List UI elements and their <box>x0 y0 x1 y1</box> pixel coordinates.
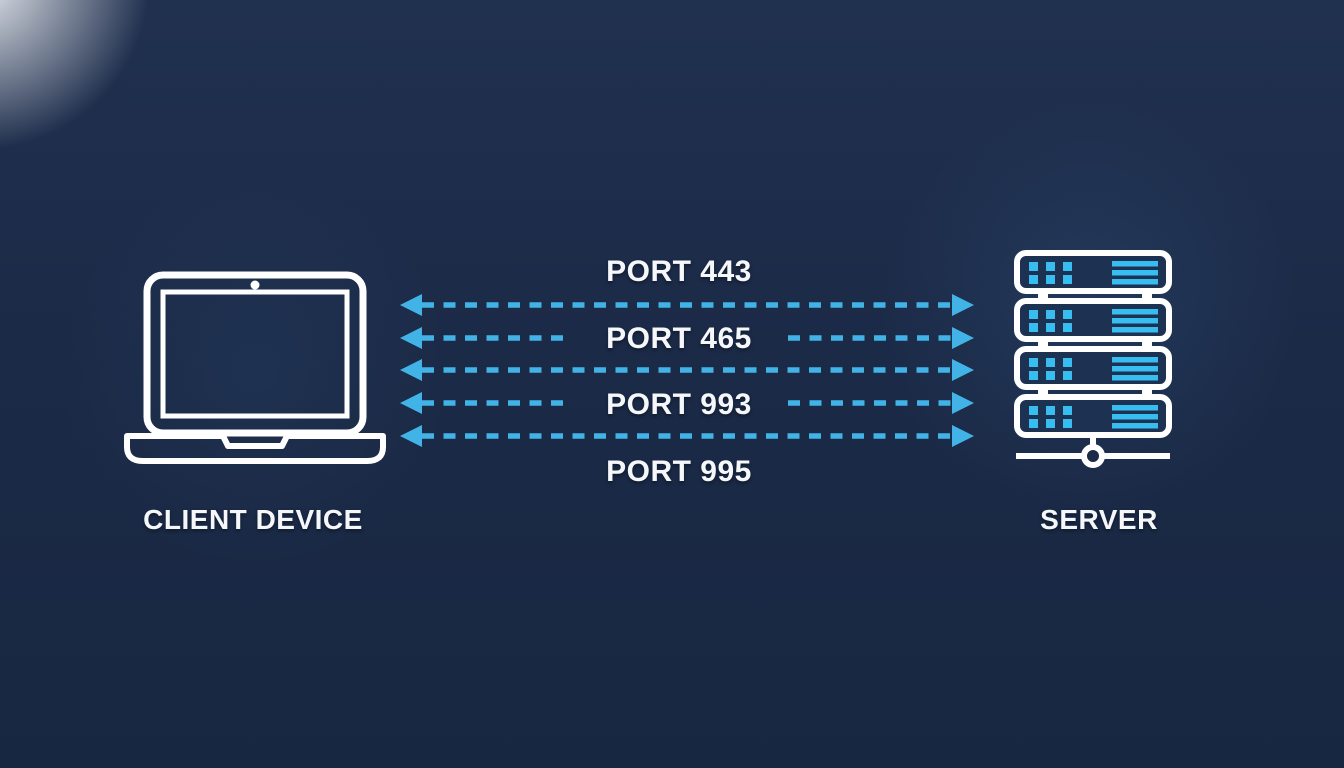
server-unit <box>1014 298 1172 342</box>
port-443-label: PORT 443 <box>606 255 752 288</box>
dashed-arrow <box>400 327 974 349</box>
dashed-arrow <box>400 392 974 414</box>
client-device-label: CLIENT DEVICE <box>143 504 363 535</box>
port-465-label: PORT 465 <box>606 322 752 355</box>
server-unit <box>1014 346 1172 390</box>
server-rack-icon <box>1014 250 1172 468</box>
port-995-label: PORT 995 <box>606 455 752 488</box>
port-arrows <box>400 294 974 447</box>
dashed-arrow <box>400 425 974 447</box>
server-label: SERVER <box>1040 504 1158 535</box>
dashed-arrow <box>400 359 974 381</box>
server-unit <box>1014 250 1172 294</box>
dashed-arrow <box>400 294 974 316</box>
server-unit <box>1014 394 1172 438</box>
laptop-icon <box>124 271 386 464</box>
port-993-label: PORT 993 <box>606 388 752 421</box>
